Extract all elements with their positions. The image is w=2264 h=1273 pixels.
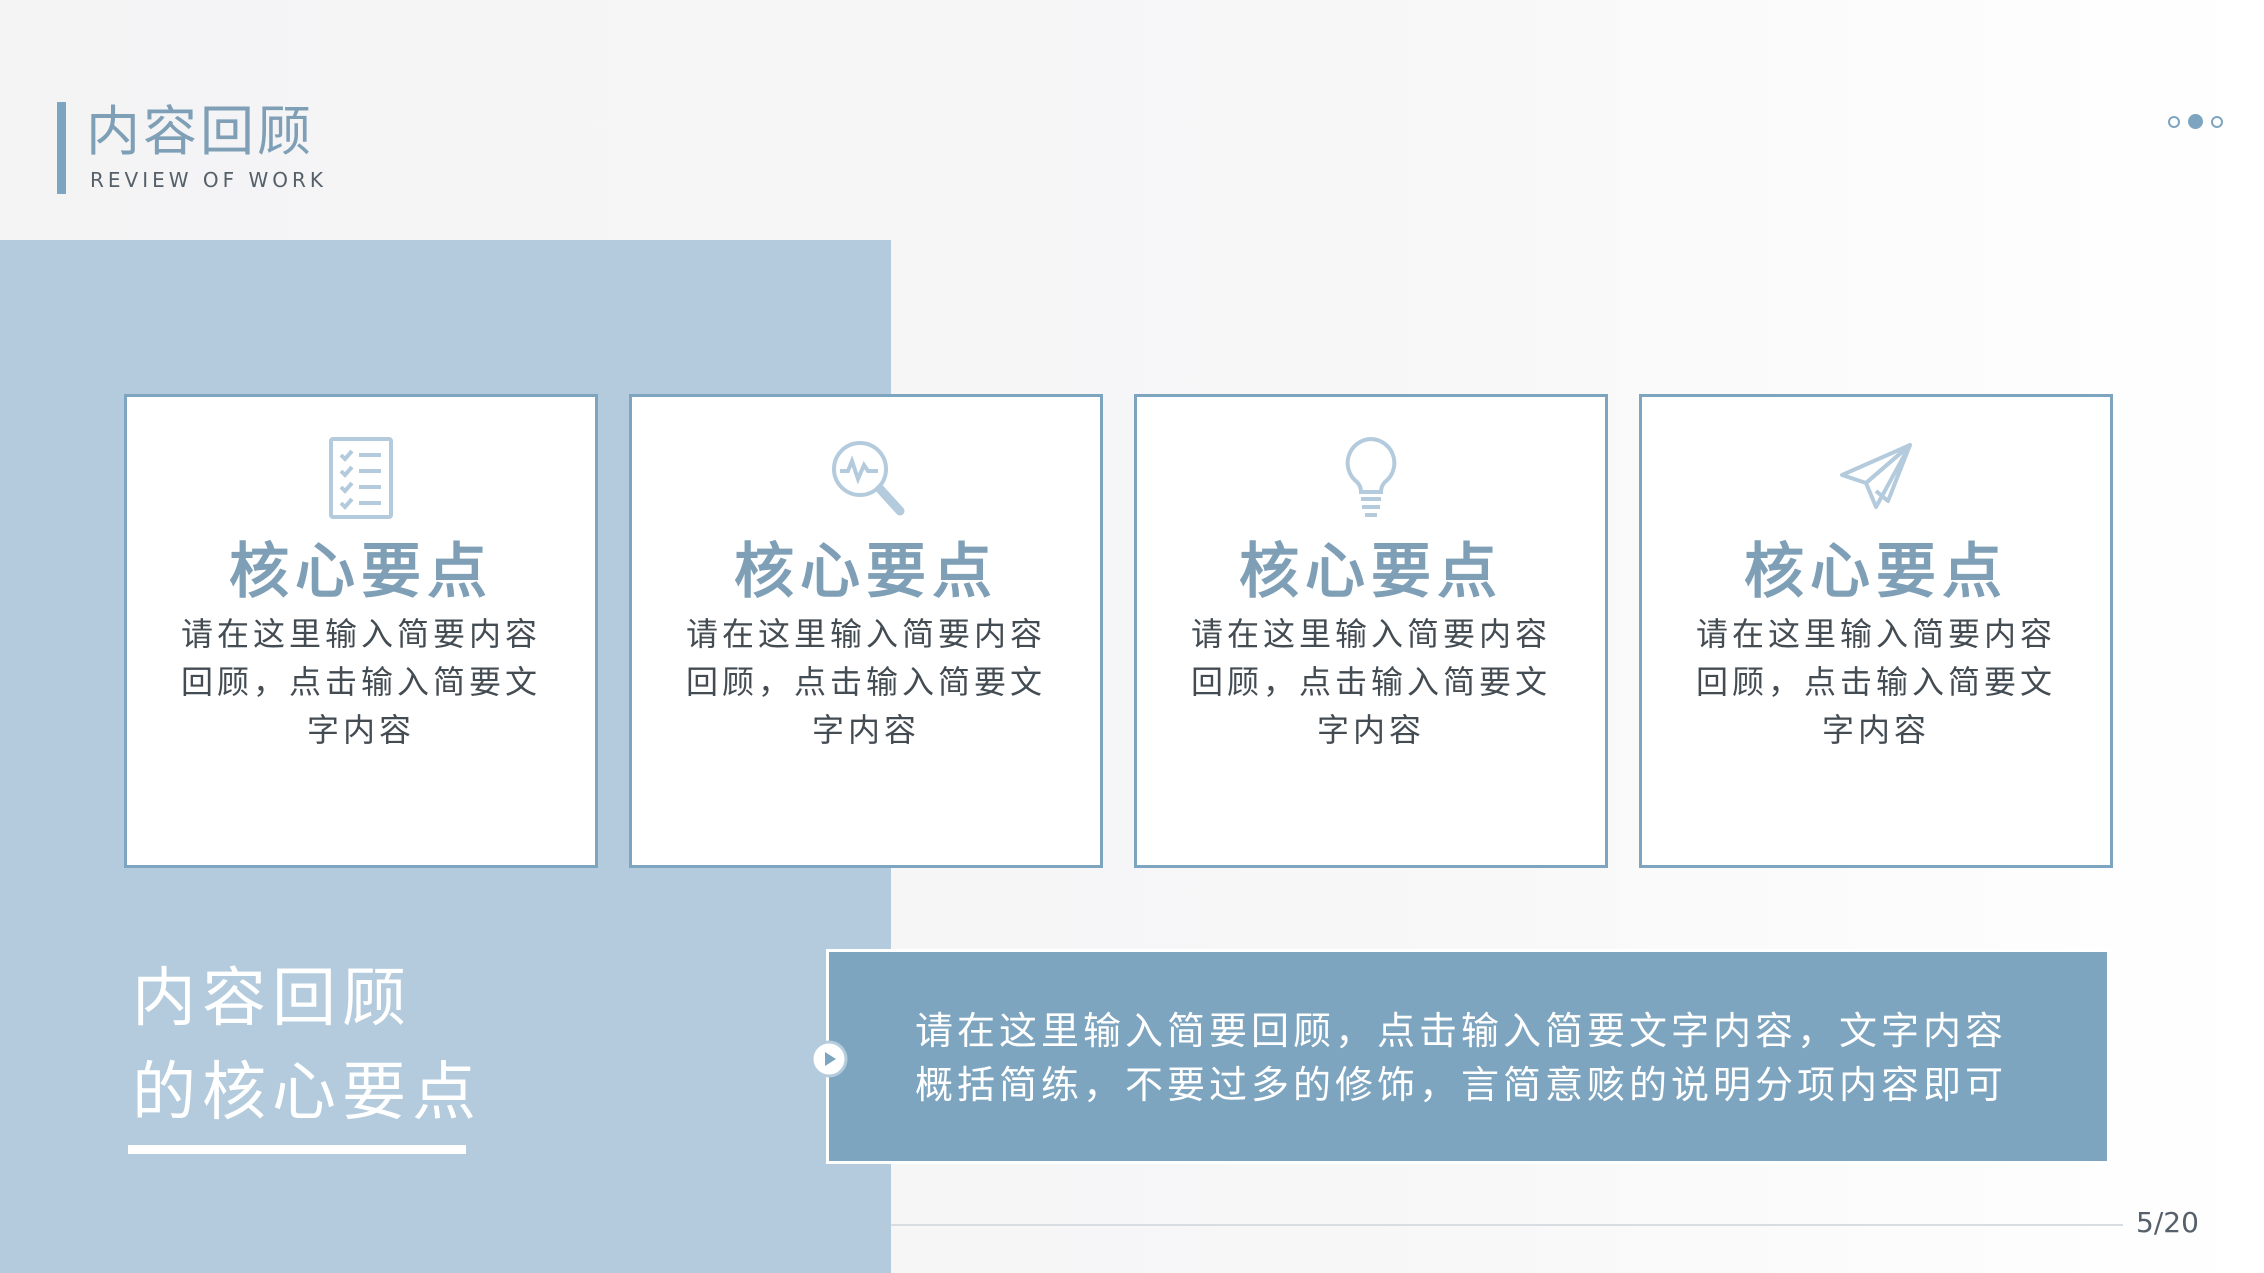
slide-subtitle: REVIEW OF WORK (90, 168, 328, 192)
active-dot-icon (2188, 114, 2203, 129)
summary-box: 请在这里输入简要回顾，点击输入简要文字内容，文字内容概括简练，不要过多的修饰，言… (826, 949, 2110, 1164)
card-title: 核心要点 (734, 537, 998, 607)
bottom-heading-line-2: 的核心要点 (132, 1056, 482, 1130)
card-text: 请在这里输入简要内容回顾，点击输入简要文字内容 (1190, 615, 1551, 749)
checklist-icon (321, 435, 401, 521)
title-accent-bar (57, 102, 66, 194)
bottom-heading: 内容回顾 的核心要点 (132, 952, 482, 1140)
card-title: 核心要点 (229, 537, 493, 607)
footer-divider (891, 1224, 2123, 1226)
page-number: 5/20 (2136, 1206, 2199, 1239)
card-text: 请在这里输入简要内容回顾，点击输入简要文字内容 (180, 615, 541, 749)
card-1: 核心要点 请在这里输入简要内容回顾，点击输入简要文字内容 (124, 394, 598, 868)
card-text: 请在这里输入简要内容回顾，点击输入简要文字内容 (685, 615, 1046, 749)
heading-underline (128, 1145, 466, 1154)
card-title: 核心要点 (1239, 537, 1503, 607)
card-title: 核心要点 (1744, 537, 2008, 607)
pagination-dots (2168, 114, 2223, 129)
card-4: 核心要点 请在这里输入简要内容回顾，点击输入简要文字内容 (1639, 394, 2113, 868)
bottom-heading-line-1: 内容回顾 (132, 962, 412, 1036)
summary-text: 请在这里输入简要回顾，点击输入简要文字内容，文字内容概括简练，不要过多的修饰，言… (915, 1009, 2008, 1107)
card-2: 核心要点 请在这里输入简要内容回顾，点击输入简要文字内容 (629, 394, 1103, 868)
dot-icon (2168, 115, 2180, 128)
slide-title: 内容回顾 (86, 100, 314, 163)
card-3: 核心要点 请在这里输入简要内容回顾，点击输入简要文字内容 (1134, 394, 1608, 868)
card-text: 请在这里输入简要内容回顾，点击输入简要文字内容 (1695, 615, 2056, 749)
paper-plane-icon (1836, 435, 1916, 521)
play-circle-icon (810, 1040, 848, 1078)
dot-icon (2211, 115, 2223, 128)
magnifier-pulse-icon (826, 435, 906, 521)
lightbulb-icon (1331, 435, 1411, 521)
